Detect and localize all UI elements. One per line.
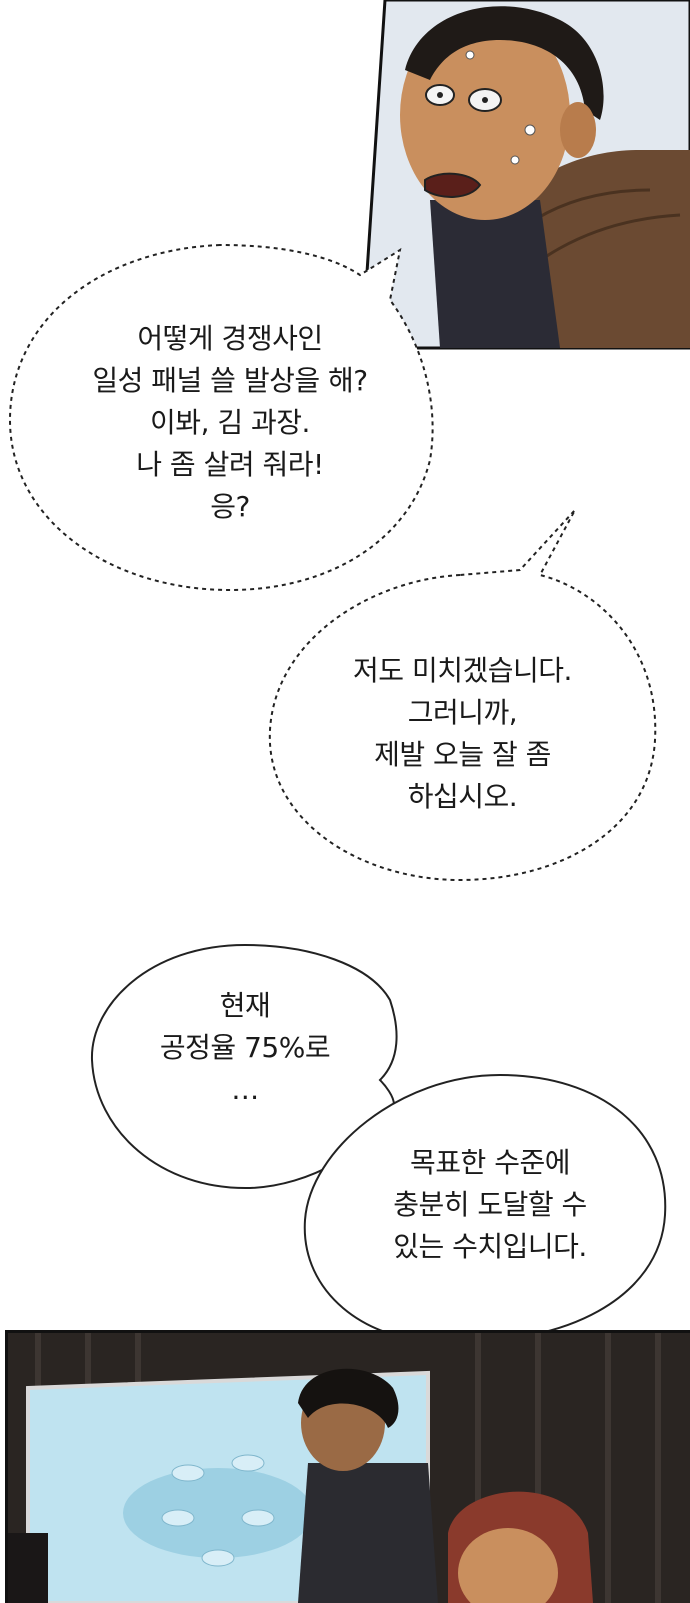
bubble-3-line-2: 공정율 75%로 — [159, 1031, 331, 1064]
bubble-4-line-1: 목표한 수준에 — [410, 1146, 570, 1179]
bubble-4-text: 목표한 수준에 충분히 도달할 수 있는 수치입니다. — [320, 1142, 660, 1268]
bubble-2-line-4: 하십시오. — [407, 780, 518, 813]
bubble-1-line-4: 나 좀 살려 줘라! — [136, 448, 324, 481]
bubble-4-line-2: 충분히 도달할 수 — [393, 1188, 587, 1221]
bubble-1-line-3: 이봐, 김 과장. — [150, 406, 310, 439]
bubble-3-line-1: 현재 — [219, 989, 271, 1022]
bottom-panel-illustration — [8, 1333, 690, 1603]
bubble-2-text: 저도 미치겠습니다. 그러니까, 제발 오늘 잘 좀 하십시오. — [270, 650, 655, 818]
bubble-1-line-5: 응? — [210, 490, 250, 523]
top-panel-illustration — [360, 0, 690, 350]
bubble-3-line-3: … — [231, 1073, 259, 1106]
bubble-1-line-2: 일성 패널 쓸 발상을 해? — [92, 364, 368, 397]
bottom-comic-panel — [5, 1330, 690, 1603]
bubble-4-line-3: 있는 수치입니다. — [393, 1230, 587, 1263]
bubble-1-line-1: 어떻게 경쟁사인 — [137, 322, 323, 355]
bubble-2-line-2: 그러니까, — [407, 696, 518, 729]
bubble-2-line-3: 제발 오늘 잘 좀 — [374, 738, 551, 771]
bubble-2-line-1: 저도 미치겠습니다. — [353, 654, 572, 687]
bubble-3-text: 현재 공정율 75%로 … — [100, 985, 390, 1111]
top-comic-panel — [0, 0, 690, 350]
bubble-1-text: 어떻게 경쟁사인 일성 패널 쓸 발상을 해? 이봐, 김 과장. 나 좀 살려… — [20, 318, 440, 528]
